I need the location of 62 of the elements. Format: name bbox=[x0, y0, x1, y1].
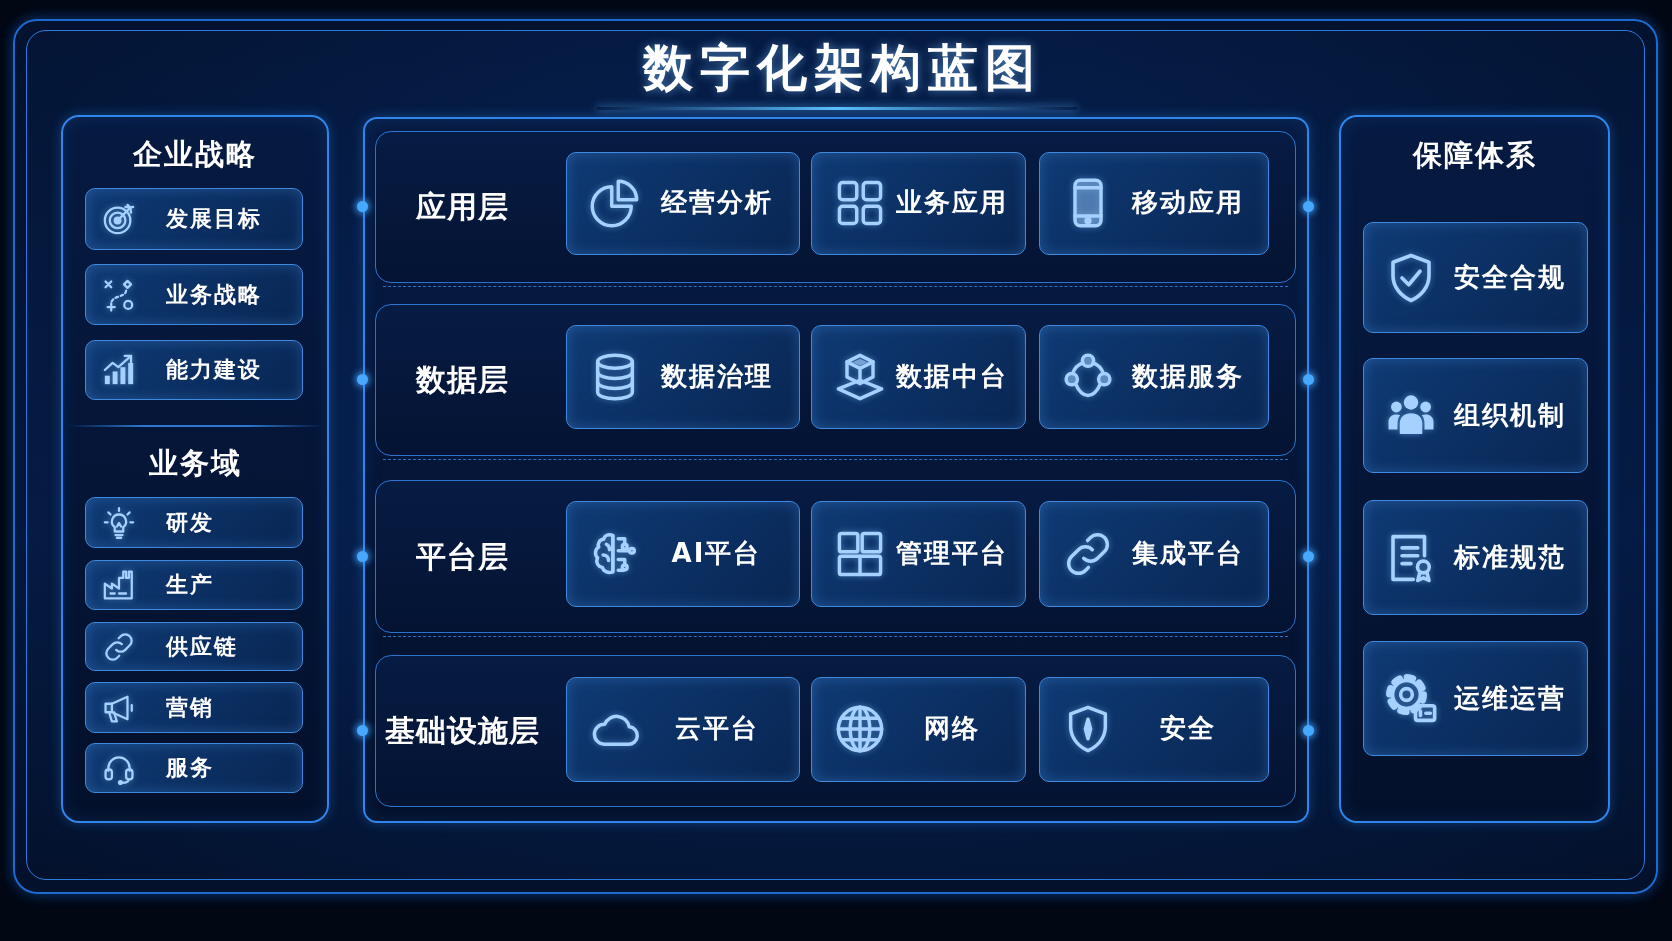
side-panel bbox=[61, 115, 329, 823]
module-label: 安全 bbox=[1159, 714, 1216, 744]
panel-heading: 保障体系 bbox=[1412, 139, 1537, 173]
module-label: 运维运营 bbox=[1453, 683, 1566, 714]
module-card bbox=[1038, 500, 1269, 607]
module-label: 数据服务 bbox=[1131, 361, 1244, 392]
layer-band bbox=[375, 480, 1296, 633]
module-label: 集成平台 bbox=[1131, 538, 1244, 569]
module-label: 服务 bbox=[166, 755, 214, 781]
module-card bbox=[85, 622, 303, 671]
module-label: 经营分析 bbox=[660, 188, 773, 218]
module-card bbox=[85, 340, 303, 400]
module-card bbox=[810, 500, 1026, 607]
layer-label: 数据层 bbox=[415, 362, 509, 398]
module-card bbox=[565, 500, 800, 607]
module-label: 安全合规 bbox=[1453, 262, 1566, 293]
module-card bbox=[1363, 641, 1588, 756]
module-card bbox=[85, 188, 303, 250]
layer-label: 应用层 bbox=[415, 189, 509, 225]
panel-heading: 业务域 bbox=[148, 447, 242, 481]
module-card bbox=[85, 682, 303, 733]
module-card bbox=[1363, 222, 1588, 333]
module-card bbox=[85, 497, 303, 548]
module-label: 移动应用 bbox=[1131, 188, 1244, 218]
module-card bbox=[85, 743, 303, 793]
module-card bbox=[810, 676, 1026, 782]
module-card bbox=[565, 151, 800, 255]
layer-band bbox=[375, 655, 1296, 807]
module-label: 生产 bbox=[166, 572, 214, 598]
layer-label: 基础设施层 bbox=[384, 713, 540, 749]
module-label: 研发 bbox=[166, 509, 214, 536]
module-label: 数据中台 bbox=[896, 361, 1008, 392]
module-label: 数据治理 bbox=[660, 361, 773, 392]
layer-band bbox=[375, 131, 1296, 283]
module-card bbox=[1038, 324, 1269, 429]
module-card bbox=[1363, 358, 1588, 473]
module-card bbox=[810, 324, 1026, 429]
module-label: 供应链 bbox=[166, 633, 238, 660]
module-card bbox=[810, 151, 1026, 255]
module-label: 营销 bbox=[166, 694, 214, 721]
module-card bbox=[565, 676, 800, 782]
module-card bbox=[1038, 151, 1269, 255]
layer-label: 平台层 bbox=[415, 539, 509, 574]
module-label: 能力建设 bbox=[166, 357, 262, 383]
module-card bbox=[1038, 676, 1269, 782]
module-label: 业务应用 bbox=[896, 188, 1008, 218]
module-label: 发展目标 bbox=[166, 206, 262, 232]
diagram-title: 数字化架构蓝图 bbox=[641, 40, 1042, 98]
module-label: 业务战略 bbox=[166, 281, 262, 308]
side-panel bbox=[1339, 115, 1610, 823]
module-label: 组织机制 bbox=[1453, 400, 1566, 431]
module-label: 管理平台 bbox=[896, 538, 1008, 569]
module-label: AI平台 bbox=[671, 538, 762, 569]
module-label: 标准规范 bbox=[1453, 542, 1566, 573]
module-card bbox=[85, 560, 303, 610]
panel-heading: 企业战略 bbox=[133, 138, 257, 172]
module-card bbox=[565, 324, 800, 429]
module-card bbox=[85, 264, 303, 325]
module-label: 云平台 bbox=[674, 714, 759, 744]
module-label: 网络 bbox=[924, 714, 980, 744]
layer-band bbox=[375, 304, 1296, 456]
module-card bbox=[1363, 500, 1588, 615]
